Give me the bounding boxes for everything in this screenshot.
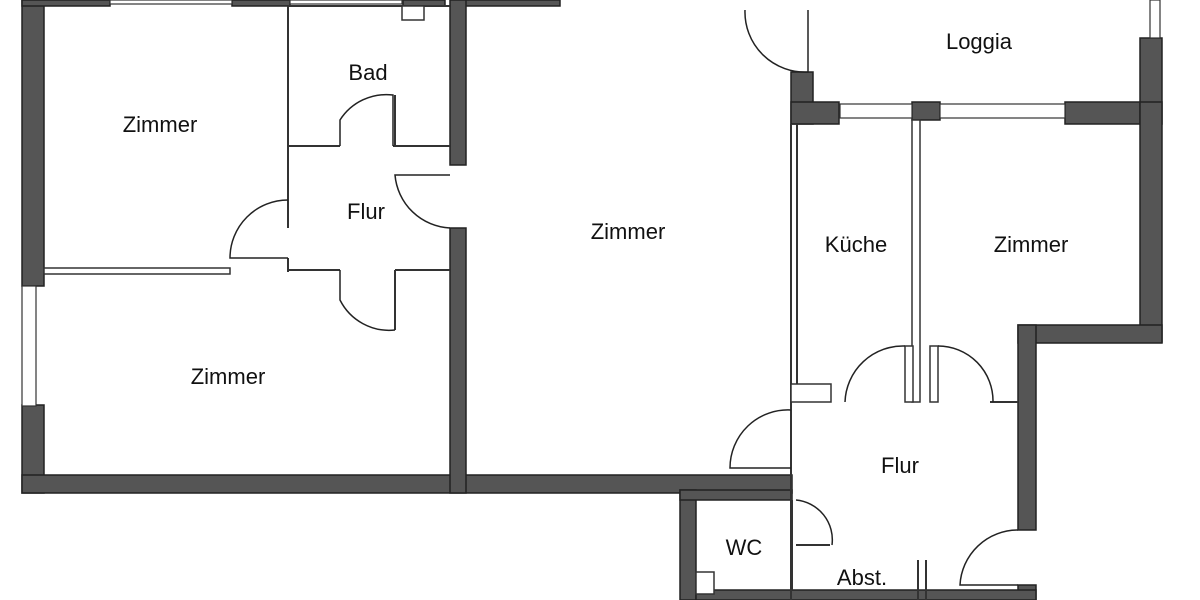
door-swings <box>229 9 1019 586</box>
room-label-flur-left: Flur <box>347 199 385 224</box>
room-label-loggia: Loggia <box>945 29 1013 54</box>
room-label-zimmer-center: Zimmer <box>590 219 666 244</box>
room-label-flur-right: Flur <box>881 453 919 478</box>
interior-walls <box>43 5 1018 600</box>
outer-walls <box>21 0 1163 600</box>
room-label-zimmer-right: Zimmer <box>993 232 1069 257</box>
room-label-zimmer-top-left: Zimmer <box>122 112 198 137</box>
room-label-zimmer-bottom-left: Zimmer <box>190 364 266 389</box>
room-label-wc: WC <box>725 535 763 560</box>
room-label-abst: Abst. <box>836 565 888 590</box>
windows <box>21 0 1161 407</box>
room-label-kueche: Küche <box>824 232 888 257</box>
room-label-bad: Bad <box>348 60 388 85</box>
